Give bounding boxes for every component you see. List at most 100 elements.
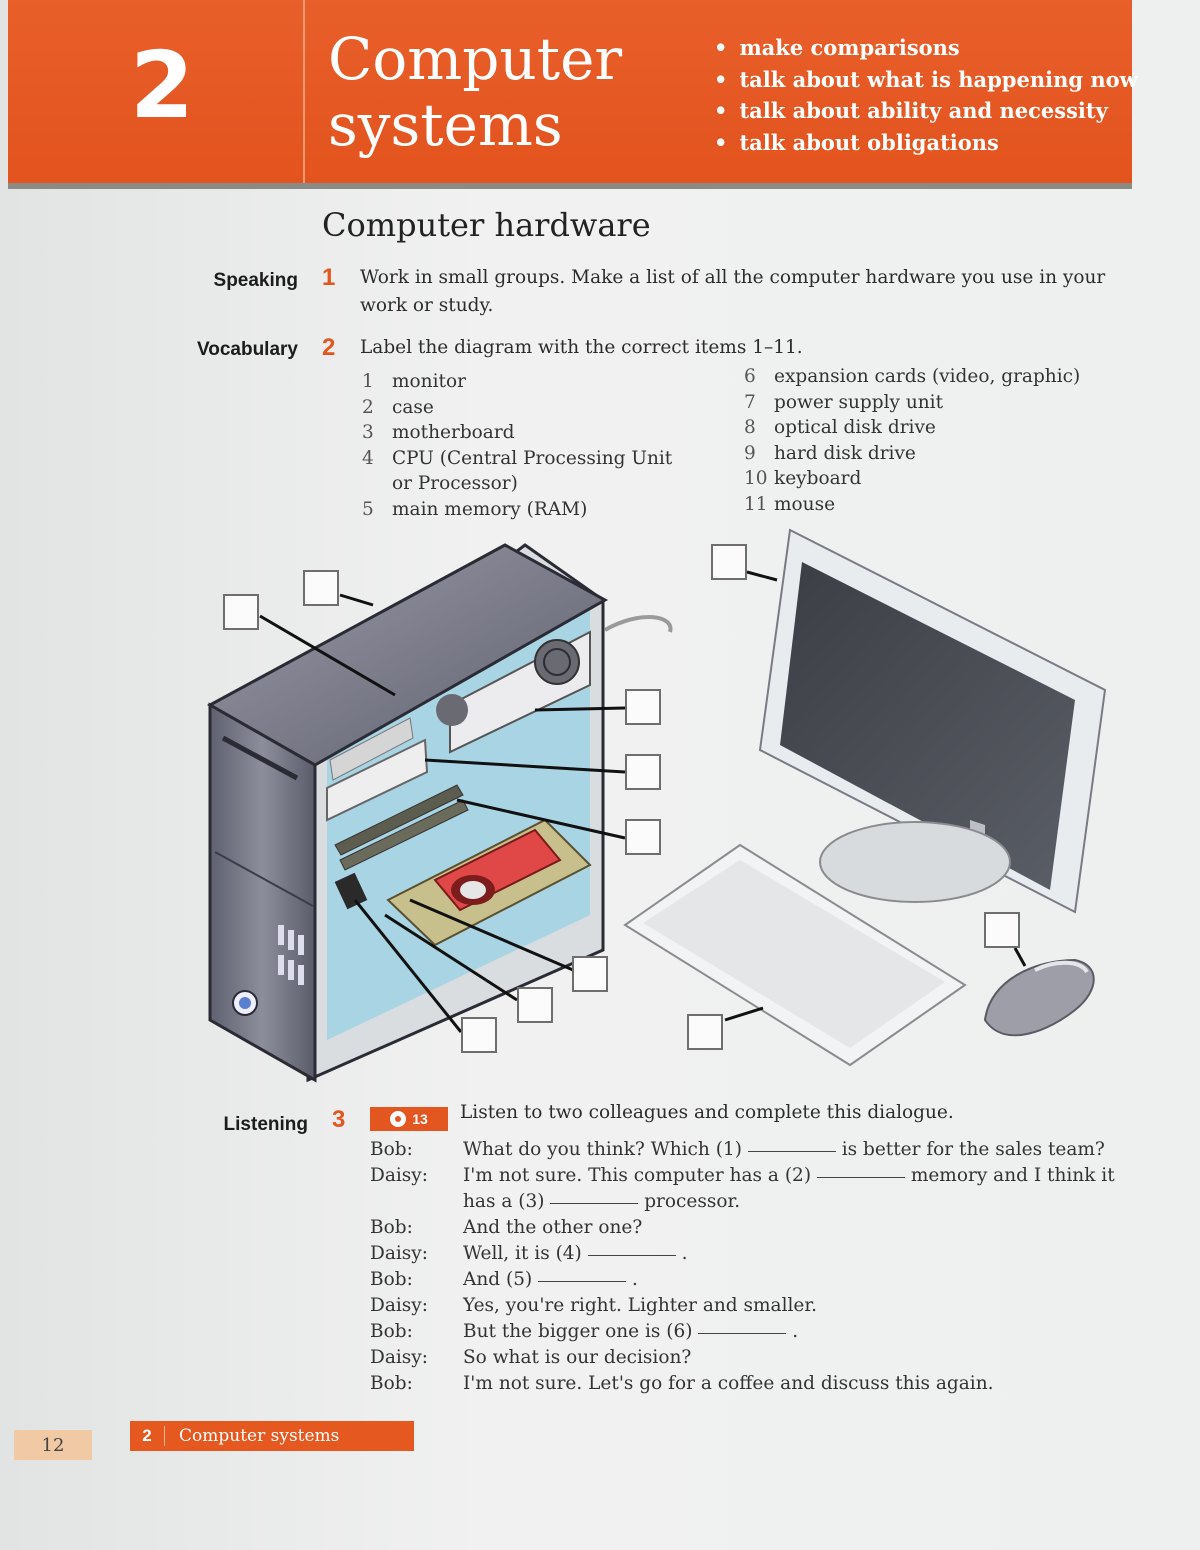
diagram-label-box[interactable] [625,819,661,855]
line-text: memory and I think it [910,1165,1115,1186]
item-number: 11 [744,493,768,515]
line-text: . [792,1321,799,1342]
page-number: 12 [14,1430,92,1460]
dialogue-line: Daisy: Well, it is (4) . [370,1241,1130,1267]
line-text: processor. [644,1191,741,1212]
item-number: 2 [362,396,374,418]
goal-item: talk about obligations [714,127,1138,159]
answer-blank[interactable] [698,1319,787,1334]
exercise-number: 1 [322,264,336,291]
footer-unit-title: Computer systems [179,1426,340,1446]
line-text: So what is our decision? [463,1347,692,1368]
line-text: . [681,1243,688,1264]
diagram-label-box[interactable] [572,956,608,992]
item-text: or Processor) [392,473,518,494]
line-text: But the bigger one is (6) [463,1321,693,1342]
speaking-label: Speaking [213,270,298,291]
speaker-name: Bob: [370,1217,413,1238]
line-text: Well, it is (4) [463,1243,582,1264]
dialogue-line: Bob: But the bigger one is (6) . [370,1319,1130,1345]
line-text: has a (3) [463,1191,545,1212]
item-number: 5 [362,498,374,520]
vocabulary-item: or Processor) [362,471,672,497]
instruction-line: work or study. [360,295,494,316]
exercise-number: 2 [322,334,336,361]
diagram-label-box[interactable] [625,689,661,725]
instruction-line: Work in small groups. Make a list of all… [360,267,1106,288]
banner-divider [303,0,305,183]
diagram-label-box[interactable] [303,570,339,606]
footer-unit-number: 2 [130,1426,165,1446]
line-text: . [632,1269,638,1290]
dialogue-line: Daisy: So what is our decision? [370,1345,1130,1371]
diagram-label-box[interactable] [687,1014,723,1050]
item-number: 3 [362,422,374,443]
diagram-label-box[interactable] [625,754,661,790]
line-text: And (5) [463,1269,533,1290]
diagram-label-box[interactable] [517,987,553,1023]
diagram-label-box[interactable] [984,912,1020,948]
track-number: 13 [412,1111,428,1127]
hardware-illustration [206,528,1107,1083]
pc-case [206,543,673,1083]
line-text: And the other one? [463,1217,643,1238]
item-text: monitor [392,371,466,392]
answer-blank[interactable] [587,1241,676,1256]
speaker-name: Daisy: [370,1243,428,1264]
listening-instruction: Listen to two colleagues and complete th… [460,1102,954,1123]
dialogue-line: Bob: And (5) . [370,1267,1130,1293]
item-number: 8 [744,417,756,438]
vocabulary-label: Vocabulary [196,339,298,360]
item-text: CPU (Central Processing Unit [392,447,673,469]
goal-item: talk about what is happening now [714,64,1137,96]
unit-header-banner: 2 Computer systems make comparisons talk… [8,0,1138,189]
vocabulary-item: 1 monitor [362,369,672,395]
label-leader-lines [259,570,1027,1033]
dialogue-line: Bob: I'm not sure. Let's go for a coffee… [370,1371,1130,1397]
answer-blank[interactable] [816,1163,905,1178]
unit-title-line: systems [328,91,563,159]
speaker-name: Bob: [370,1139,413,1160]
speaker-name [370,1189,463,1215]
listening-label: Listening [223,1114,308,1135]
item-number: 6 [744,366,756,387]
footer-unit-tab: 2 Computer systems [130,1421,414,1451]
diagram-label-box[interactable] [223,594,259,630]
dialogue-line: Bob: What do you think? Which (1) is bet… [370,1137,1130,1163]
unit-title-line: Computer [328,25,623,93]
item-text: optical disk drive [774,417,936,438]
line-text: What do you think? Which (1) [463,1139,742,1160]
unit-goals-list: make comparisons talk about what is happ… [714,32,1138,159]
computer-hardware-diagram [195,520,1115,1090]
diagram-label-box[interactable] [461,1017,497,1053]
item-text: motherboard [392,422,515,443]
speaker-name: Daisy: [370,1295,428,1316]
speaker-name: Daisy: [370,1165,428,1186]
answer-blank[interactable] [747,1137,836,1152]
item-number: 1 [362,371,374,392]
speaker-name: Bob: [370,1321,413,1342]
unit-title: Computer systems [328,26,622,158]
audio-track-badge[interactable]: 13 [370,1107,448,1131]
answer-blank[interactable] [538,1267,627,1282]
speaker-name: Daisy: [370,1347,428,1368]
vocabulary-instruction: Label the diagram with the correct items… [360,337,803,358]
answer-blank[interactable] [550,1189,639,1204]
line-text: is better for the sales team? [841,1139,1105,1160]
vocabulary-item: 3 motherboard [362,420,672,446]
speaker-name: Bob: [370,1373,413,1394]
goal-item: make comparisons [714,32,1138,64]
item-text: keyboard [774,468,862,489]
dialogue-line: Bob: And the other one? [370,1215,1130,1241]
item-text: hard disk drive [774,442,916,464]
item-text: mouse [774,493,836,515]
diagram-label-box[interactable] [711,544,747,580]
item-number: 4 [362,447,374,469]
dialogue-line: Daisy: I'm not sure. This computer has a… [370,1163,1130,1189]
